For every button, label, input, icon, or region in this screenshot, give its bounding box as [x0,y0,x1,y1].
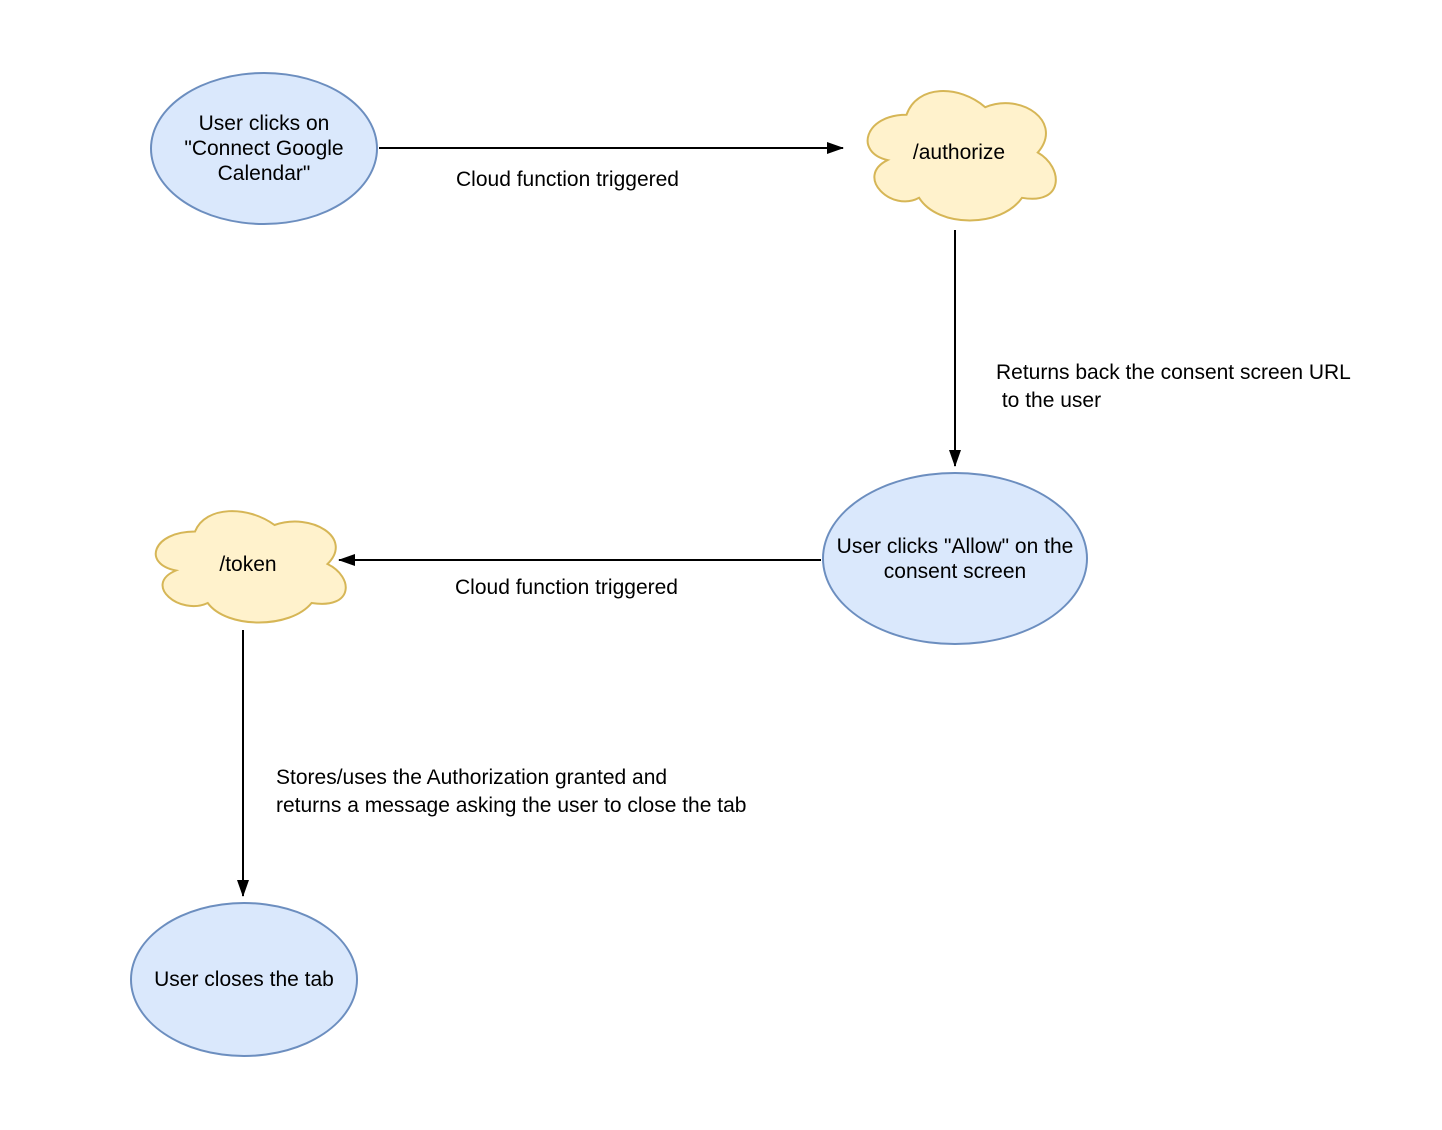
cloud-shape-icon [142,499,354,629]
node-authorize-endpoint: /authorize [854,77,1064,228]
cloud-shape-icon [854,77,1064,228]
node-connect-google-calendar-label: User clicks on "Connect Google Calendar" [184,112,344,185]
edge-label-stores-authorization: Stores/uses the Authorization granted an… [276,766,747,817]
edge-label-returns-consent-url: Returns back the consent screen URL to t… [996,361,1351,412]
edge-label-cloud-function-triggered-1: Cloud function triggered [456,168,679,191]
node-token-endpoint: /token [142,499,354,629]
node-authorize-endpoint-label: /authorize [912,141,1006,164]
node-consent-allow: User clicks "Allow" on the consent scree… [822,472,1088,645]
node-consent-allow-label: User clicks "Allow" on the consent scree… [836,534,1074,583]
node-connect-google-calendar: User clicks on "Connect Google Calendar" [150,72,378,225]
node-user-closes-tab-label: User closes the tab [154,968,334,991]
node-token-endpoint-label: /token [219,552,277,576]
node-user-closes-tab: User closes the tab [130,902,358,1057]
edge-label-cloud-function-triggered-2: Cloud function triggered [455,576,678,599]
